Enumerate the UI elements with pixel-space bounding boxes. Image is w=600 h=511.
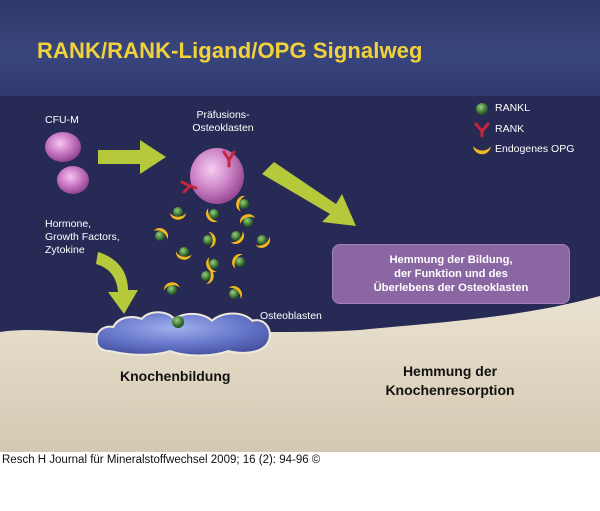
rankl-molecule <box>229 289 239 299</box>
opg-molecule <box>170 213 186 220</box>
opg-molecule <box>175 251 192 260</box>
legend-rankl: RANKL <box>495 102 531 114</box>
label-hormones: Hormone, Growth Factors, Zytokine <box>45 218 120 257</box>
rankl-opg-complex <box>230 231 244 244</box>
inhibition-line: der Funktion und des <box>394 268 508 280</box>
rankl-opg-complex <box>163 282 180 295</box>
legend-opg: Endogenes OPG <box>495 143 575 155</box>
opg-molecule <box>239 214 256 224</box>
legend-icons <box>473 103 491 155</box>
rankl-molecule <box>179 247 189 257</box>
rank-receptor-icon <box>180 180 198 194</box>
rankl-opg-molecules <box>153 196 271 299</box>
arrow-hormones-down <box>96 252 138 314</box>
rankl-opg-complex <box>201 268 214 285</box>
rankl-opg-complex <box>206 257 219 273</box>
opg-molecule <box>206 257 217 273</box>
rankl-molecule <box>231 231 241 241</box>
rankl-molecule <box>173 207 183 217</box>
opg-molecule <box>153 228 169 240</box>
rankl-opg-complex <box>203 231 216 248</box>
opg-icon <box>473 146 491 155</box>
rankl-molecule <box>243 217 253 227</box>
opg-molecule <box>206 208 219 223</box>
source-caption: Resch H Journal für Mineralstoffwechsel … <box>2 454 321 466</box>
rankl-molecule <box>167 285 177 295</box>
rankl-molecule <box>155 231 165 241</box>
rankl-opg-complex <box>232 253 245 269</box>
cfu-m-cell <box>57 166 89 194</box>
rankl-opg-complex <box>175 247 192 260</box>
inhibition-line: Hemmung der Bildung, <box>389 254 513 266</box>
rankl-opg-complex <box>153 228 169 241</box>
opg-molecule <box>236 196 246 212</box>
opg-molecule <box>255 236 271 248</box>
rankl-molecule <box>235 257 245 267</box>
opg-molecule <box>163 282 180 291</box>
label-line: Zytokine <box>45 244 85 256</box>
cfu-m-cells <box>45 132 89 194</box>
diagram-artwork <box>0 103 600 452</box>
label-prefusion-osteoclasts: Präfusions- Osteoklasten <box>178 109 268 135</box>
label-bone-formation: Knochenbildung <box>120 368 231 384</box>
label-osteoblasts: Osteoblasten <box>260 310 322 322</box>
resorption-line: Knochenresorption <box>385 382 515 398</box>
rankl-opg-complex <box>255 235 271 248</box>
legend-rank: RANK <box>495 123 525 135</box>
label-line: Präfusions- <box>196 109 250 121</box>
rankl-opg-complex <box>228 286 242 299</box>
rankl-opg-complex <box>239 214 256 227</box>
inhibition-line: Überlebens der Osteoklasten <box>373 282 529 294</box>
rankl-opg-complex <box>170 207 186 220</box>
rankl-molecule <box>209 209 219 219</box>
arrow-cfu-to-prefusion <box>98 140 166 174</box>
arrow-to-inhibition <box>262 162 356 226</box>
label-line: Osteoklasten <box>192 122 254 134</box>
diagram-slide: RANK/RANK-Ligand/OPG Signalweg <box>0 0 600 452</box>
rankl-icon <box>476 103 488 115</box>
inhibition-box: Hemmung der Bildung, der Funktion und de… <box>332 244 570 304</box>
opg-molecule <box>232 253 243 269</box>
rankl-molecule <box>239 199 249 209</box>
osteoblast-cluster <box>95 311 271 357</box>
label-line: Growth Factors, <box>45 231 120 243</box>
rank-receptor-icon <box>222 150 236 168</box>
header-band <box>0 0 600 96</box>
rankl-molecule <box>257 235 267 245</box>
resorption-line: Hemmung der <box>402 363 498 379</box>
label-line: Hormone, <box>45 218 92 230</box>
label-cfu-m: CFU-M <box>45 114 79 126</box>
opg-molecule <box>230 231 244 244</box>
label-resorption-inhibition: Hemmung der Knochenresorption <box>370 362 530 400</box>
rank-icon <box>474 122 490 138</box>
rankl-molecule <box>209 259 219 269</box>
rankl-opg-complex <box>236 196 249 212</box>
cfu-m-cell <box>45 132 81 162</box>
rankl-opg-complex <box>206 208 219 223</box>
opg-molecule <box>206 268 214 285</box>
diagram-title: RANK/RANK-Ligand/OPG Signalweg <box>37 38 423 63</box>
opg-molecule <box>228 286 242 299</box>
opg-molecule <box>208 231 216 248</box>
rankl-molecule <box>203 235 213 245</box>
rankl-molecule <box>201 271 211 281</box>
prefusion-osteoclast-cell <box>180 148 244 204</box>
